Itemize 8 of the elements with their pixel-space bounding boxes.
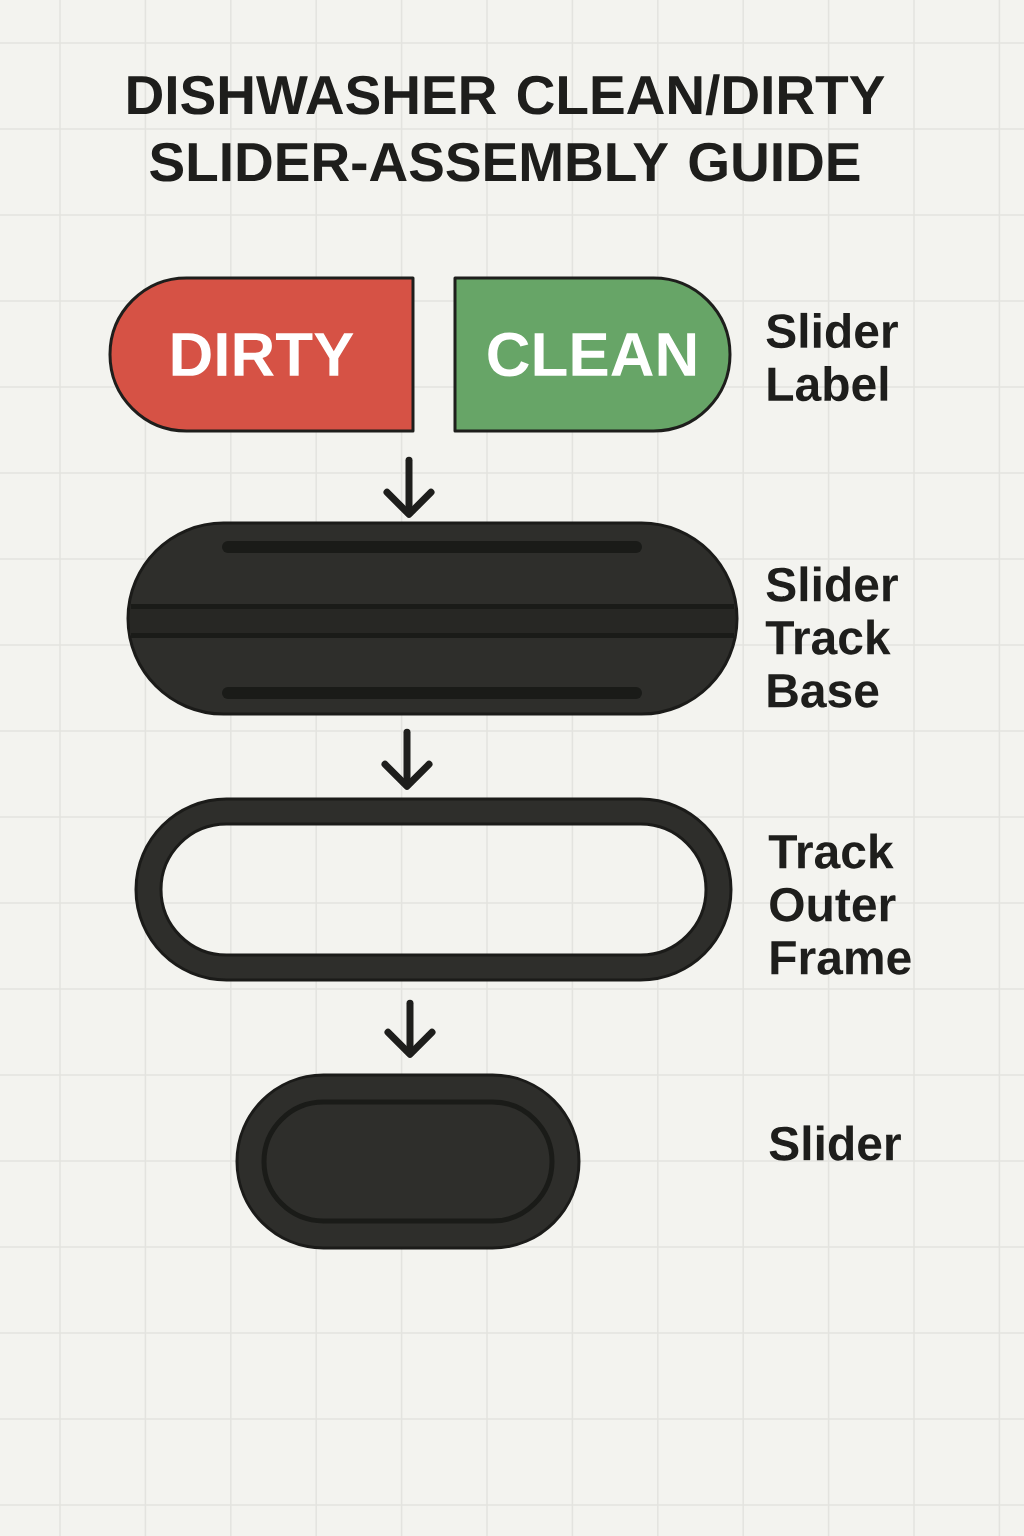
label-tab: DIRTY — [108, 276, 415, 433]
part-name: Track Outer Frame — [768, 833, 911, 975]
track-base — [126, 521, 739, 716]
title: DISHWASHER CLEAN/DIRTY SLIDER-ASSEMBLY GUIDE — [128, 74, 885, 182]
part-name: Slider Label — [766, 312, 898, 402]
part-name: Slider Track Base — [765, 566, 898, 708]
label-tab: CLEAN — [453, 276, 732, 433]
part-name: Slider — [769, 1125, 901, 1161]
